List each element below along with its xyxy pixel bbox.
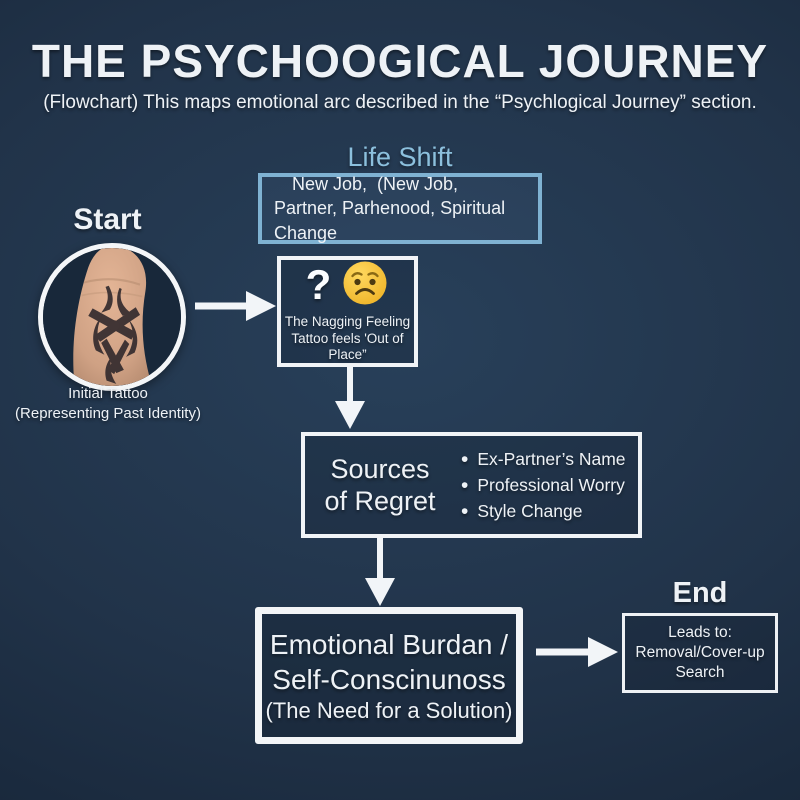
- list-item: Professional Worry: [461, 475, 626, 496]
- end-line2: Removal/Cover-up: [635, 643, 765, 661]
- sources-bullet-list: Ex-Partner’s Name Professional Worry Sty…: [455, 444, 626, 527]
- life-shift-label: Life Shift: [347, 142, 453, 172]
- end-line1: Leads to:: [668, 623, 732, 641]
- tattoo-photo-circle: [38, 243, 186, 391]
- sources-title-line2: of Regret: [324, 486, 436, 516]
- start-caption-line2: (Representing Past Identity): [15, 404, 201, 422]
- burden-line3: (The Need for a Solution): [265, 697, 513, 723]
- nagging-feeling-box: ? The Na: [277, 256, 418, 367]
- start-caption: Initial Tattoo (Representing Past Identi…: [2, 384, 214, 423]
- page-title: THE PSYCHOOGICAL JOURNEY: [31, 35, 769, 87]
- end-box: Leads to: Removal/Cover-up Search: [622, 613, 778, 693]
- start-caption-line1: Initial Tattoo: [68, 385, 148, 402]
- emotional-burden-box: Emotional Burdan / Self-Conscinunoss (Th…: [255, 607, 523, 744]
- life-shift-line2: Partner, Parhenood, Spiritual Change: [274, 198, 506, 243]
- nagging-line2: Tattoo feels 'Out of Place”: [291, 330, 404, 363]
- arrow-down-sources-to-burden: [362, 538, 398, 608]
- burden-line1: Emotional Burdan /: [269, 628, 509, 660]
- page-subtitle: (Flowchart) This maps emotional arc desc…: [43, 92, 757, 113]
- arrow-down-nagging-to-sources: [332, 367, 368, 431]
- life-shift-line1: New Job, (New Job,: [292, 174, 459, 195]
- sources-title: Sources of Regret: [305, 453, 455, 518]
- arrow-right-burden-to-end: [532, 634, 620, 670]
- end-label: End: [672, 577, 728, 609]
- tattooed-forearm-icon: [43, 248, 181, 386]
- question-mark: ?: [305, 261, 332, 309]
- end-line3: Search: [675, 664, 725, 682]
- nagging-line1: The Nagging Feeling: [284, 313, 411, 329]
- sources-title-line1: Sources: [330, 453, 430, 484]
- sources-of-regret-box: Sources of Regret Ex-Partner’s Name Prof…: [301, 432, 642, 538]
- list-item: Style Change: [461, 501, 626, 522]
- start-label: Start: [73, 203, 142, 236]
- list-item: Ex-Partner’s Name: [461, 449, 625, 470]
- burden-line2: Self-Conscinunoss: [272, 663, 506, 695]
- arrow-right-start-to-nagging: [192, 288, 278, 324]
- worried-face-icon: [341, 259, 389, 312]
- life-shift-box: New Job, (New Job, Partner, Parhenood, S…: [258, 173, 542, 244]
